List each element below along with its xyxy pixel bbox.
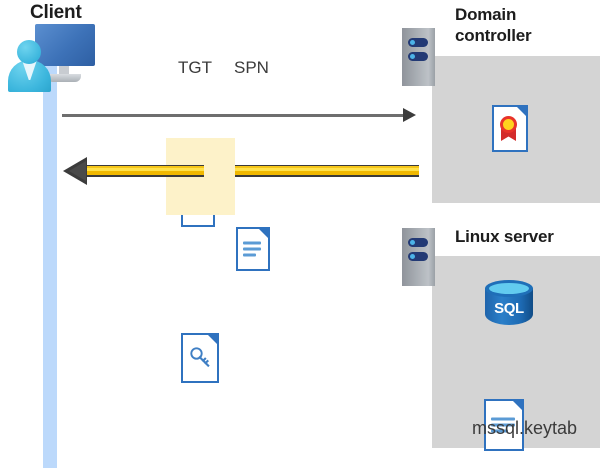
server-led-icon [408, 52, 428, 61]
monitor-base-icon [47, 74, 81, 82]
server-led-icon [408, 252, 428, 261]
linux-server-icon [402, 228, 435, 286]
domain-controller-title: Domain controller [455, 4, 585, 46]
tgt-label: TGT [178, 58, 212, 77]
linux-server-title: Linux server [455, 227, 554, 246]
client-user-monitor-icon [8, 24, 95, 96]
monitor-neck-icon [59, 66, 69, 76]
certificate-document-icon [492, 105, 528, 152]
domain-controller-title-line2: controller [455, 26, 532, 45]
client-title: Client [30, 2, 82, 23]
domain-controller-server-icon [402, 28, 435, 86]
monitor-screen-icon [35, 24, 95, 66]
person-head-icon [17, 40, 41, 64]
response-arrow-line-left [84, 165, 204, 177]
client-lifeline [43, 66, 57, 468]
response-arrow-line-right [204, 165, 419, 177]
domain-controller-title-line1: Domain [455, 5, 517, 24]
sql-database-icon: SQL [485, 280, 533, 333]
server-led-icon [408, 38, 428, 47]
keytab-document-icon [484, 399, 524, 451]
key-document-icon [181, 333, 219, 383]
spn-label: SPN [234, 58, 269, 77]
request-arrow-line [62, 114, 407, 117]
keytab-filename-label: mssql.keytab [471, 418, 578, 438]
spn-document-icon [236, 227, 270, 271]
sql-database-label: SQL [494, 300, 524, 317]
key-icon [190, 347, 210, 368]
response-arrow-head-inner-icon [69, 161, 86, 181]
server-led-icon [408, 238, 428, 247]
request-arrow-head-icon [403, 108, 416, 122]
